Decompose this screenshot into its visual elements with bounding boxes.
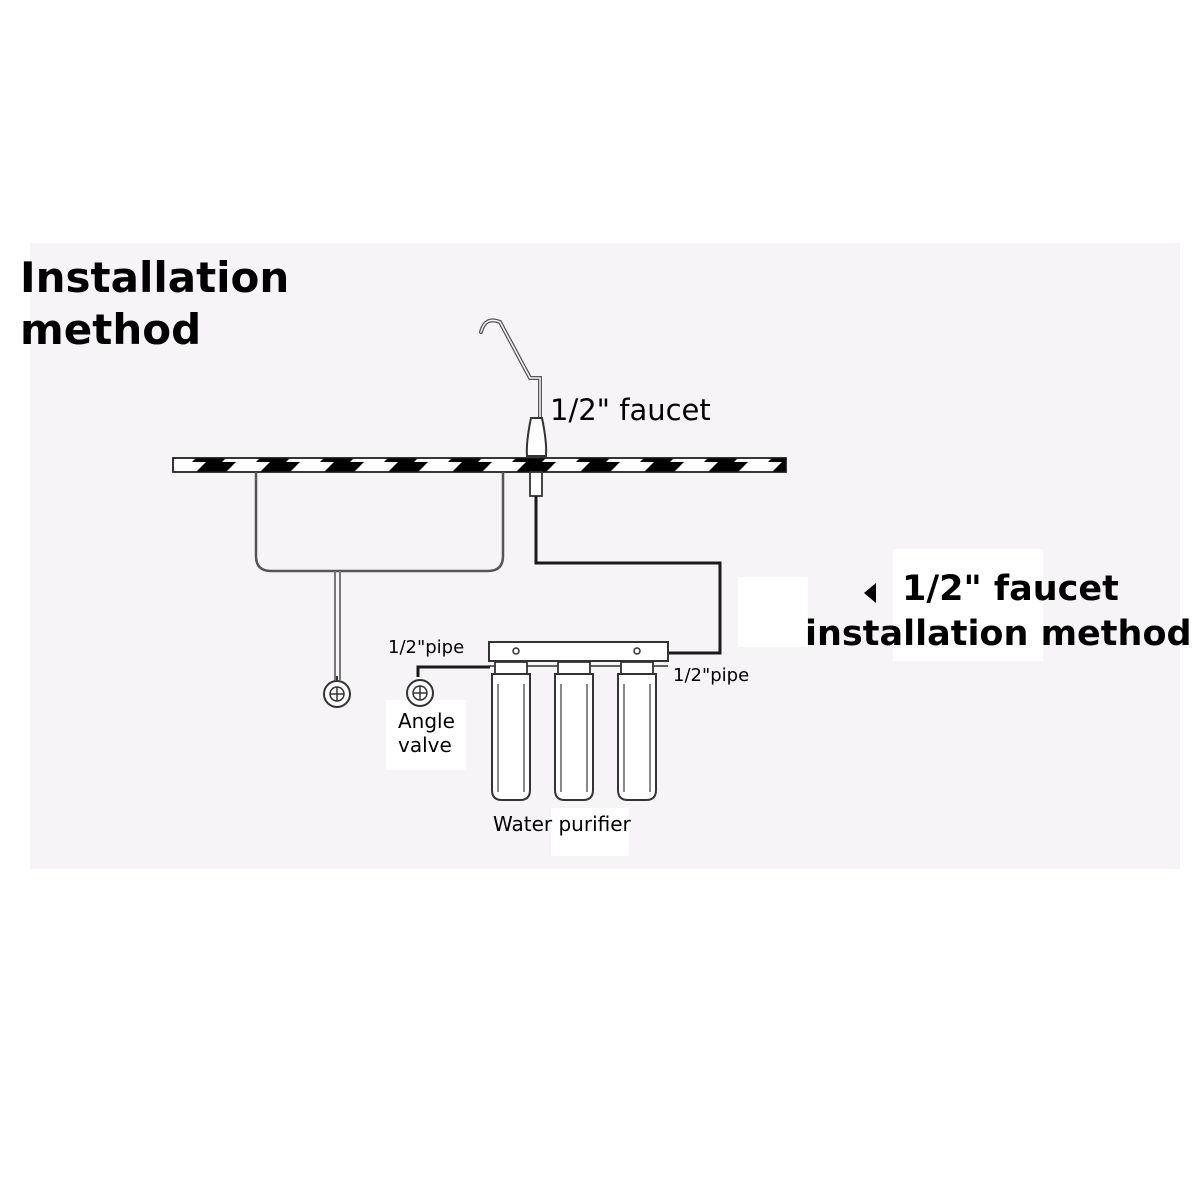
label-patch-heading [893, 549, 1043, 661]
title-line-1: Installation [20, 253, 290, 302]
inlet-pipe [416, 665, 490, 677]
label-patch-angle-valve [386, 700, 466, 770]
page-title: Installation method [20, 252, 289, 356]
filter-canister-icon [554, 661, 594, 801]
angle-valve-label-line-2: valve [398, 733, 452, 757]
inlet-pipe-label: 1/2"pipe [388, 637, 465, 658]
method-heading-line-2: installation method [805, 614, 1192, 654]
filter-canister-icon [617, 661, 657, 801]
filter-canister-icon [491, 661, 531, 801]
sink-icon [254, 472, 505, 573]
angle-valve-label: Angle valve [398, 709, 455, 757]
faucet-label: 1/2" faucet [550, 393, 711, 427]
title-line-2: method [20, 305, 202, 354]
water-purifier [488, 641, 669, 801]
water-purifier-label: Water purifier [493, 812, 631, 836]
countertop [172, 457, 787, 473]
outlet-pipe [534, 496, 722, 655]
angle-valve-label-line-1: Angle [398, 709, 455, 733]
outlet-pipe-label: 1/2"pipe [673, 665, 750, 686]
label-patch-heading-2 [738, 577, 808, 647]
label-patch-purifier [551, 808, 629, 856]
method-heading: 1/2" faucet installation method [805, 567, 1192, 657]
pointer-triangle-icon [864, 583, 876, 603]
method-heading-line-1: 1/2" faucet [902, 569, 1119, 609]
angle-valve-icon [406, 679, 434, 707]
drain-pipe [334, 571, 341, 680]
drain-valve-icon [323, 676, 351, 708]
